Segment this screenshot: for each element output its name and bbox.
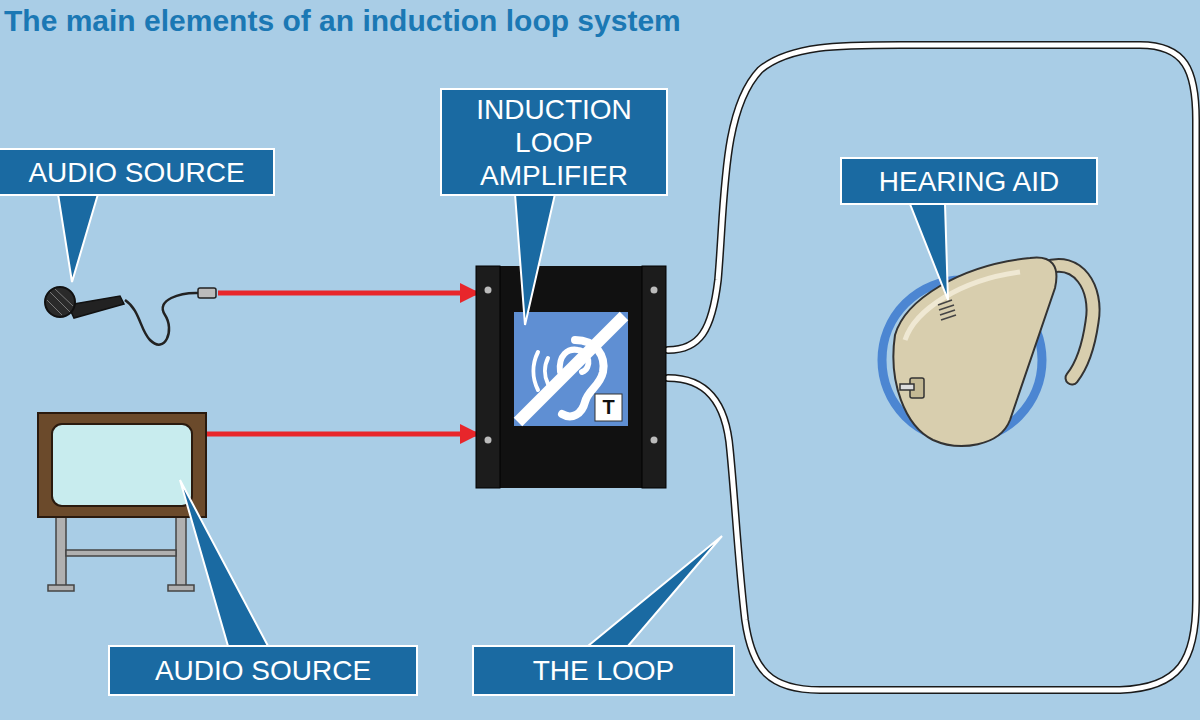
callout-text: INDUCTION LOOP AMPLIFIER <box>452 93 656 192</box>
callout-text: AUDIO SOURCE <box>155 654 371 687</box>
hearing-aid <box>882 258 1093 446</box>
microphone <box>45 287 216 345</box>
callout-box: THE LOOP <box>472 645 735 696</box>
amplifier-box <box>476 266 666 488</box>
callout-box: INDUCTION LOOP AMPLIFIER <box>440 88 668 196</box>
callout-text: THE LOOP <box>533 654 675 687</box>
callout-box: HEARING AID <box>840 157 1098 205</box>
television <box>38 413 206 591</box>
callout-box: AUDIO SOURCE <box>108 645 418 696</box>
diagram-title: The main elements of an induction loop s… <box>4 4 681 38</box>
signal-arrow <box>218 291 478 296</box>
signal-arrow <box>206 432 478 437</box>
callout-pointer <box>58 194 948 646</box>
callout-box: AUDIO SOURCE <box>0 148 275 196</box>
t-symbol-letter: T <box>595 394 622 421</box>
callout-text: AUDIO SOURCE <box>28 156 244 189</box>
loop-wire <box>668 45 1196 690</box>
callout-text: HEARING AID <box>879 165 1059 198</box>
